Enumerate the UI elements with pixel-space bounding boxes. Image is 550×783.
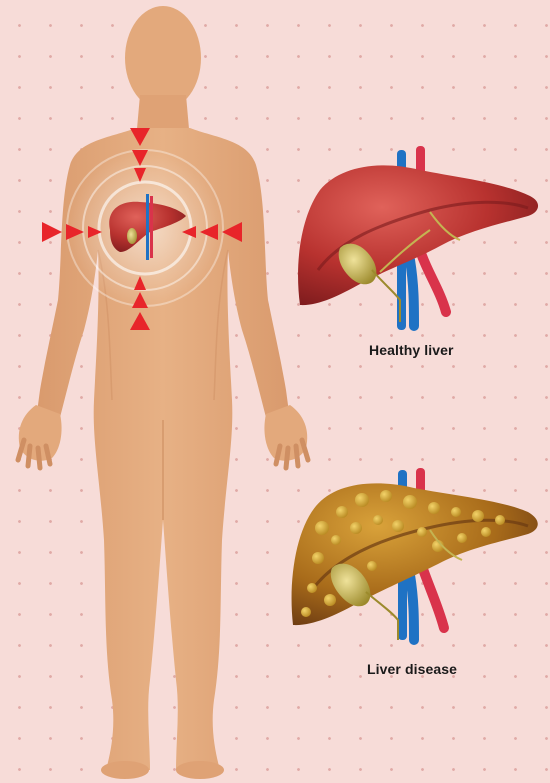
healthy-liver	[298, 146, 538, 330]
diseased-liver	[292, 468, 538, 640]
healthy-liver-label: Healthy liver	[369, 342, 454, 358]
human-body	[18, 6, 308, 779]
liver-disease-label: Liver disease	[367, 661, 457, 677]
